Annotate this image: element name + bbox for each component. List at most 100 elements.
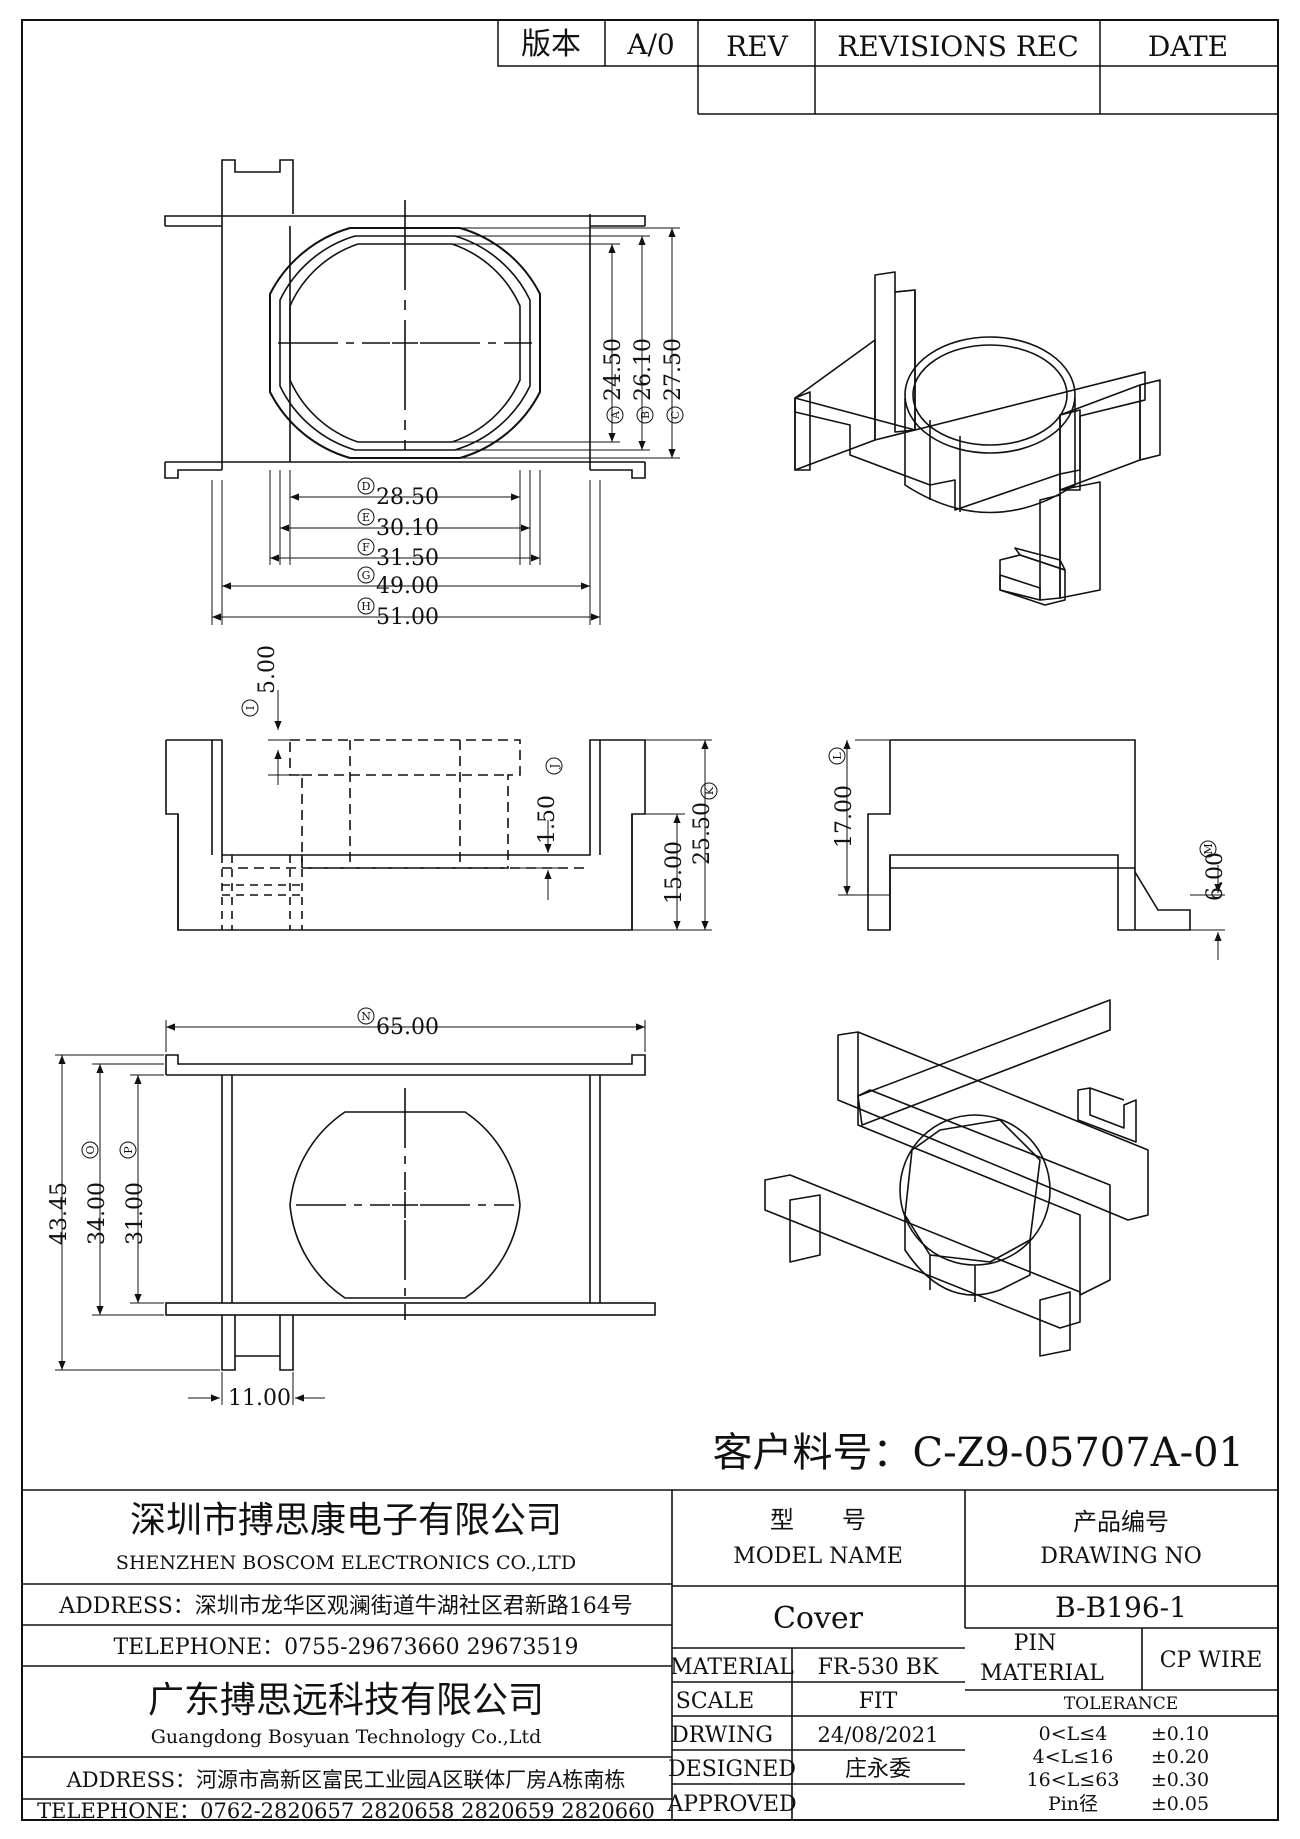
svg-text:K: K — [703, 786, 716, 795]
front-view — [165, 739, 646, 931]
drawing-date-value: 24/08/2021 — [817, 1723, 938, 1747]
model-label-cn: 型 号 — [770, 1506, 866, 1534]
dim-O: O 34.00 — [81, 1141, 110, 1245]
rev-header: REV — [726, 30, 789, 63]
tolerance-range: 16<L≤63 — [1027, 1769, 1120, 1791]
dim-P: P 31.00 — [119, 1141, 148, 1245]
dim-43-45: 43.45 — [47, 1182, 72, 1245]
iso-view-bottom — [764, 999, 1149, 1357]
company-name-cn-1: 深圳市搏思康电子有限公司 — [130, 1500, 562, 1541]
revision-table — [497, 19, 1279, 115]
svg-text:J: J — [548, 764, 561, 769]
svg-text:H: H — [361, 600, 371, 613]
svg-text:65.00: 65.00 — [376, 1015, 439, 1040]
dim-C: C 27.50 — [661, 338, 686, 424]
company-name-cn-2: 广东搏思远科技有限公司 — [148, 1680, 544, 1721]
svg-text:C: C — [669, 411, 682, 419]
dim-D: D 28.50 — [357, 477, 439, 510]
dim-A: A 24.50 — [601, 338, 626, 424]
dim-J: J 1.50 — [535, 757, 563, 844]
svg-text:E: E — [362, 511, 370, 524]
dim-G: G 49.00 — [357, 566, 439, 599]
drawing-no-label-en: DRAWING NO — [1040, 1544, 1202, 1569]
designed-value: 庄永委 — [845, 1757, 911, 1782]
drawing-date-label: DRWING — [671, 1723, 773, 1748]
svg-text:24.50: 24.50 — [601, 338, 626, 401]
date-header: DATE — [1148, 30, 1228, 63]
dim-K: K 25.50 — [690, 782, 718, 865]
bottom-view — [165, 1054, 656, 1371]
svg-text:17.00: 17.00 — [832, 785, 857, 848]
iso-view-top — [794, 271, 1161, 606]
dim-F: F 31.50 — [357, 538, 439, 571]
customer-part-number: 客户料号：C-Z9-05707A-01 — [713, 1430, 1244, 1476]
dim-N: N 65.00 — [357, 1007, 439, 1040]
tolerance-rows: 0<L≤4 ±0.10 4<L≤16 ±0.20 16<L≤63 ±0.30 P… — [1027, 1723, 1210, 1815]
top-view — [164, 159, 646, 479]
svg-text:31.50: 31.50 — [376, 546, 439, 571]
revisions-header: REVISIONS REC — [837, 30, 1079, 63]
svg-text:26.10: 26.10 — [631, 338, 656, 401]
scale-value: FIT — [859, 1689, 898, 1714]
svg-text:D: D — [362, 480, 371, 493]
svg-text:M: M — [1202, 843, 1215, 854]
svg-text:5.00: 5.00 — [255, 645, 280, 694]
svg-text:27.50: 27.50 — [661, 338, 686, 401]
svg-text:O: O — [84, 1145, 97, 1154]
model-value: Cover — [773, 1601, 864, 1636]
dim-L: L 17.00 — [828, 747, 857, 848]
svg-text:B: B — [639, 411, 652, 419]
scale-label: SCALE — [676, 1689, 754, 1714]
svg-text:F: F — [362, 541, 370, 554]
version-label: 版本 — [521, 27, 581, 62]
dim-B: B 26.10 — [631, 338, 656, 424]
svg-text:49.00: 49.00 — [376, 574, 439, 599]
pin-material-label-1: PIN — [1014, 1631, 1057, 1656]
company-telephone-1: TELEPHONE：0755-29673660 29673519 — [113, 1635, 578, 1660]
svg-text:31.00: 31.00 — [123, 1182, 148, 1245]
svg-text:6.00: 6.00 — [1203, 852, 1228, 901]
svg-text:I: I — [244, 706, 257, 710]
tolerance-value: ±0.10 — [1151, 1723, 1209, 1745]
svg-text:1.50: 1.50 — [535, 795, 560, 844]
company-telephone-2: TELEPHONE：0762-2820657 2820658 2820659 2… — [37, 1799, 655, 1823]
tolerance-value: ±0.05 — [1151, 1793, 1209, 1815]
svg-text:A: A — [609, 410, 622, 420]
svg-text:N: N — [361, 1010, 371, 1023]
drawing-no-value: B-B196-1 — [1055, 1591, 1187, 1624]
tolerance-range: 0<L≤4 — [1039, 1723, 1108, 1745]
svg-text:25.50: 25.50 — [690, 802, 715, 865]
company-address-2: ADDRESS：河源市高新区富民工业园A区联体厂房A栋南栋 — [66, 1768, 626, 1792]
tolerance-label: TOLERANCE — [1064, 1694, 1178, 1714]
material-value: FR-530 BK — [818, 1655, 939, 1680]
side-view — [867, 739, 1191, 931]
svg-text:P: P — [122, 1146, 135, 1154]
svg-text:34.00: 34.00 — [85, 1182, 110, 1245]
tolerance-value: ±0.20 — [1151, 1746, 1209, 1768]
tolerance-range: 4<L≤16 — [1033, 1746, 1114, 1768]
approved-label: APPROVED — [666, 1792, 796, 1817]
dim-11: 11.00 — [228, 1386, 291, 1411]
svg-text:28.50: 28.50 — [376, 485, 439, 510]
company-name-en-1: SHENZHEN BOSCOM ELECTRONICS CO.,LTD — [116, 1552, 576, 1574]
dim-H: H 51.00 — [357, 597, 439, 630]
svg-text:L: L — [831, 752, 844, 760]
dim-E: E 30.10 — [357, 508, 439, 541]
designed-label: DESIGNED — [668, 1757, 796, 1782]
svg-text:43.45: 43.45 — [47, 1182, 72, 1245]
title-block — [22, 1489, 1278, 1820]
dim-M: M 6.00 — [1199, 840, 1228, 901]
company-address-1: ADDRESS：深圳市龙华区观澜街道牛湖社区君新路164号 — [58, 1594, 633, 1619]
material-label: MATERIAL — [670, 1655, 794, 1680]
pin-material-label-2: MATERIAL — [980, 1661, 1104, 1686]
drawing-no-label-cn: 产品编号 — [1073, 1508, 1169, 1536]
svg-text:15.00: 15.00 — [662, 841, 687, 904]
svg-text:51.00: 51.00 — [376, 605, 439, 630]
version-value: A/0 — [626, 28, 674, 61]
tolerance-value: ±0.30 — [1151, 1769, 1209, 1791]
dim-15: 15.00 — [662, 841, 687, 904]
pin-material-value: CP WIRE — [1160, 1648, 1263, 1673]
model-label-en: MODEL NAME — [733, 1544, 903, 1569]
company-name-en-2: Guangdong Bosyuan Technology Co.,Ltd — [151, 1726, 542, 1748]
